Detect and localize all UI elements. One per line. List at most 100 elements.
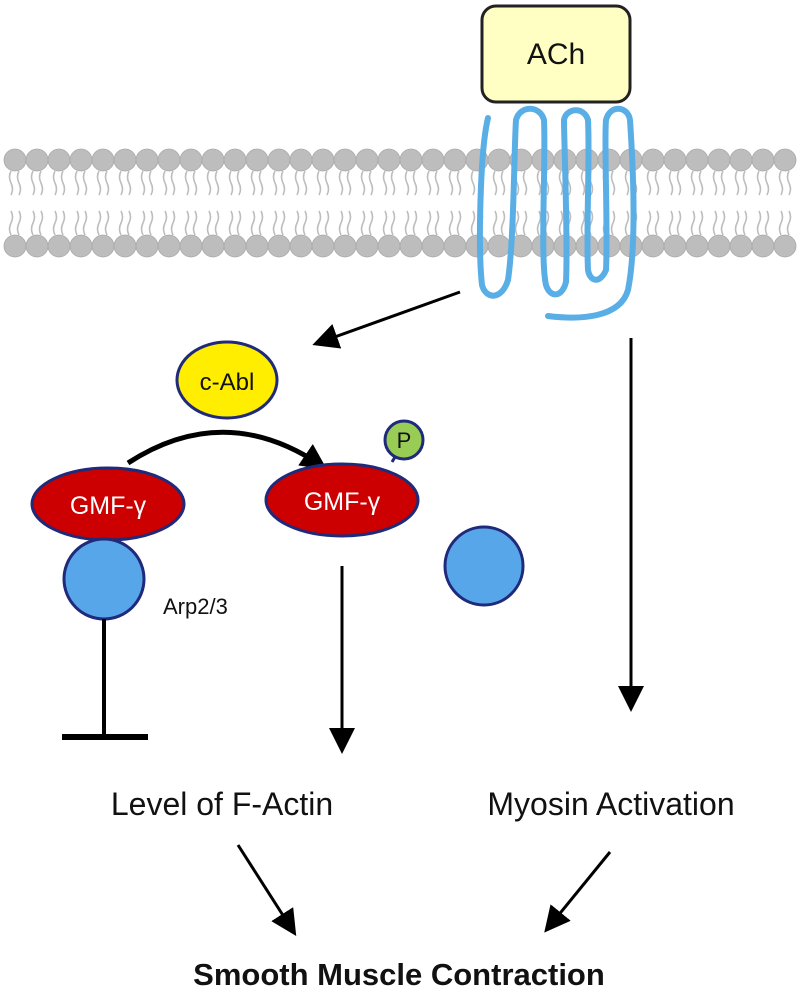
membrane-tail-bottom xyxy=(96,210,102,236)
membrane-tail-top xyxy=(346,170,352,196)
membrane-tail-top xyxy=(16,170,22,196)
membrane-head-bottom xyxy=(443,234,467,258)
membrane-head-bottom xyxy=(47,234,71,258)
membrane-tail-top xyxy=(434,170,440,196)
membrane-tail-bottom xyxy=(786,210,792,236)
membrane-tail-bottom xyxy=(38,210,44,236)
membrane-head-top xyxy=(267,148,291,172)
membrane-tail-bottom xyxy=(30,210,36,236)
membrane-head-bottom xyxy=(91,234,115,258)
gmf-gamma-left-label: GMF-γ xyxy=(70,492,147,520)
membrane-tail-top xyxy=(786,170,792,196)
arrow-f-actin-to-contraction xyxy=(236,844,297,937)
membrane-tail-bottom xyxy=(162,210,168,236)
membrane-tail-bottom xyxy=(60,210,66,236)
membrane-tail-bottom xyxy=(698,210,704,236)
membrane-head-top xyxy=(421,148,445,172)
phospho-label: P xyxy=(397,428,412,453)
membrane-tail-top xyxy=(206,170,212,196)
membrane-head-top xyxy=(311,148,335,172)
membrane-tail-bottom xyxy=(580,210,586,236)
smooth-muscle-contraction-label: Smooth Muscle Contraction xyxy=(193,957,605,992)
c-abl-label: c-Abl xyxy=(200,369,255,396)
membrane-tail-bottom xyxy=(492,210,498,236)
membrane-tail-top xyxy=(456,170,462,196)
membrane-tail-bottom xyxy=(184,210,190,236)
membrane-tail-top xyxy=(676,170,682,196)
membrane-tail-bottom xyxy=(514,210,520,236)
membrane-tail-bottom xyxy=(192,210,198,236)
membrane-tail-bottom xyxy=(360,210,366,236)
membrane-head-top xyxy=(47,148,71,172)
membrane-head-top xyxy=(355,148,379,172)
membrane-tail-bottom xyxy=(52,210,58,236)
membrane-tail-top xyxy=(316,170,322,196)
membrane-tail-bottom xyxy=(8,210,14,236)
cell-membrane xyxy=(3,148,797,258)
membrane-head-bottom xyxy=(641,234,665,258)
membrane-tail-top xyxy=(184,170,190,196)
membrane-tail-top xyxy=(280,170,286,196)
membrane-head-bottom xyxy=(377,234,401,258)
membrane-tail-bottom xyxy=(104,210,110,236)
membrane-tail-bottom xyxy=(610,210,616,236)
membrane-tail-bottom xyxy=(346,210,352,236)
membrane-head-bottom xyxy=(685,234,709,258)
membrane-head-bottom xyxy=(421,234,445,258)
membrane-head-bottom xyxy=(179,234,203,258)
membrane-tail-top xyxy=(412,170,418,196)
membrane-head-top xyxy=(707,148,731,172)
membrane-head-bottom xyxy=(25,234,49,258)
membrane-head-top xyxy=(91,148,115,172)
membrane-tail-top xyxy=(690,170,696,196)
membrane-tail-bottom xyxy=(690,210,696,236)
membrane-tail-top xyxy=(764,170,770,196)
membrane-tail-bottom xyxy=(778,210,784,236)
membrane-tail-top xyxy=(698,170,704,196)
membrane-head-bottom xyxy=(267,234,291,258)
membrane-head-bottom xyxy=(399,234,423,258)
ach-label: ACh xyxy=(527,38,585,71)
membrane-tail-top xyxy=(30,170,36,196)
membrane-tail-bottom xyxy=(140,210,146,236)
membrane-tail-top xyxy=(148,170,154,196)
membrane-head-top xyxy=(399,148,423,172)
membrane-tail-bottom xyxy=(16,210,22,236)
membrane-head-top xyxy=(245,148,269,172)
membrane-tail-top xyxy=(580,170,586,196)
membrane-head-bottom xyxy=(157,234,181,258)
membrane-tail-top xyxy=(500,170,506,196)
membrane-tail-bottom xyxy=(250,210,256,236)
membrane-tail-top xyxy=(294,170,300,196)
membrane-tail-top xyxy=(126,170,132,196)
membrane-head-top xyxy=(25,148,49,172)
membrane-tail-bottom xyxy=(368,210,374,236)
membrane-tail-bottom xyxy=(742,210,748,236)
membrane-tail-top xyxy=(536,170,542,196)
ach-box xyxy=(480,4,632,104)
membrane-tail-top xyxy=(272,170,278,196)
membrane-tail-top xyxy=(324,170,330,196)
membrane-head-bottom xyxy=(113,234,137,258)
membrane-tail-top xyxy=(228,170,234,196)
membrane-head-top xyxy=(443,148,467,172)
membrane-tail-top xyxy=(104,170,110,196)
membrane-tail-bottom xyxy=(536,210,542,236)
membrane-head-top xyxy=(333,148,357,172)
membrane-tail-bottom xyxy=(676,210,682,236)
membrane-tail-bottom xyxy=(316,210,322,236)
membrane-head-top xyxy=(135,148,159,172)
membrane-tail-bottom xyxy=(412,210,418,236)
membrane-tail-bottom xyxy=(448,210,454,236)
membrane-head-top xyxy=(641,148,665,172)
membrane-head-top xyxy=(377,148,401,172)
membrane-tail-top xyxy=(742,170,748,196)
membrane-head-top xyxy=(663,148,687,172)
membrane-tail-top xyxy=(8,170,14,196)
membrane-tail-top xyxy=(558,170,564,196)
membrane-tail-top xyxy=(382,170,388,196)
membrane-head-bottom xyxy=(663,234,687,258)
membrane-head-top xyxy=(289,148,313,172)
membrane-tail-bottom xyxy=(522,210,528,236)
